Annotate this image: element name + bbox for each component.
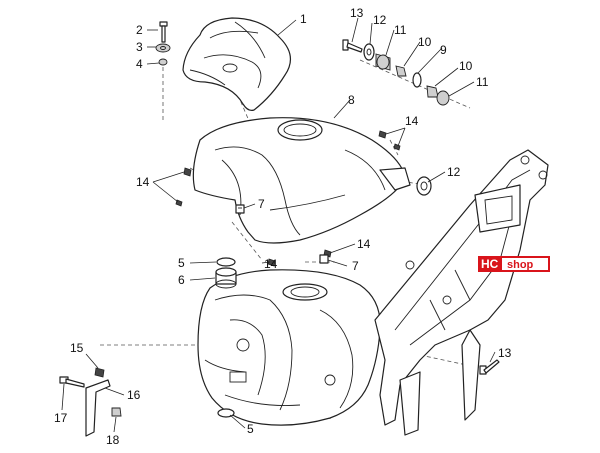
tank-top-panel (192, 117, 411, 244)
callout-5-top: 5 (178, 256, 185, 270)
side-bracket (59, 367, 122, 437)
callout-14-right: 14 (405, 114, 419, 128)
callout-5-bottom: 5 (247, 422, 254, 436)
callout-14-center: 14 (264, 257, 278, 271)
callout-13-lower: 13 (498, 346, 512, 360)
callout-17: 17 (54, 411, 68, 425)
rubber-mounts (215, 257, 237, 418)
hardware-right-lower (479, 359, 500, 375)
callout-6: 6 (178, 273, 185, 287)
tank-cover (182, 17, 291, 111)
callout-16: 16 (127, 388, 141, 402)
hardware-left-top (155, 21, 171, 66)
logo-hc-text: HC (481, 257, 499, 271)
callout-12-upper: 12 (373, 13, 387, 27)
bushing-right (416, 176, 432, 196)
callout-9: 9 (440, 43, 447, 57)
fuel-tank (197, 269, 381, 426)
callout-12-lower: 12 (447, 165, 461, 179)
callout-18: 18 (106, 433, 120, 447)
leader-lines (61, 17, 496, 433)
callout-14-lower-right: 14 (357, 237, 371, 251)
callout-2: 2 (136, 23, 143, 37)
callout-8: 8 (348, 93, 355, 107)
callout-7-upper: 7 (258, 197, 265, 211)
callout-numbers: 1 2 3 4 5 5 6 7 7 8 9 10 10 11 11 12 12 … (54, 6, 512, 447)
hardware-right-top (342, 39, 450, 106)
hardware-clips-7 (235, 204, 329, 264)
callout-10-upper: 10 (418, 35, 432, 49)
callout-11-upper: 11 (394, 23, 407, 37)
callout-11-lower: 11 (476, 75, 489, 89)
callout-10-lower: 10 (459, 59, 473, 73)
logo-shop-text: shop (507, 259, 534, 271)
callout-1: 1 (300, 12, 307, 26)
callout-3: 3 (136, 40, 143, 54)
callout-15: 15 (70, 341, 84, 355)
hc-shop-logo: HC shop (478, 256, 550, 272)
hardware-clips-14 (175, 130, 401, 267)
callout-7-lower: 7 (352, 259, 359, 273)
callout-14-left: 14 (136, 175, 150, 189)
callout-4: 4 (136, 57, 143, 71)
frame (374, 149, 549, 436)
callout-13-upper: 13 (350, 6, 364, 20)
